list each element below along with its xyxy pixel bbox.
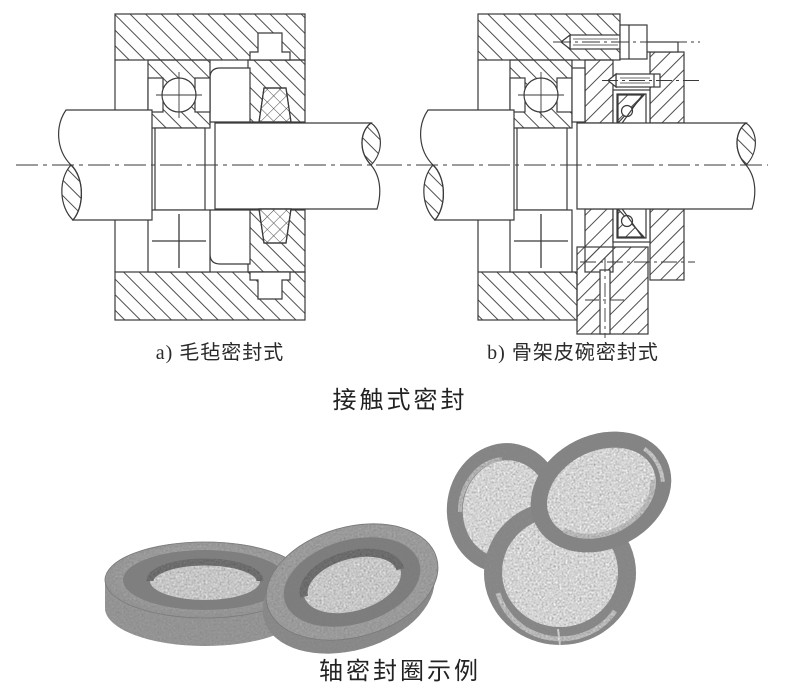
- drawing-felt-seal: [16, 13, 392, 321]
- felt-ring-left: [104, 541, 306, 646]
- caption-skeleton-cup-seal: b) 骨架皮碗密封式: [487, 342, 659, 364]
- seal-ring-b: [530, 431, 672, 553]
- figure-title-contact-seal: 接触式密封: [332, 388, 468, 414]
- felt-ring-right: [262, 523, 439, 654]
- figure-title-seal-ring-examples: 轴密封圈示例: [319, 659, 481, 685]
- contact-seal-drawings: [16, 13, 768, 338]
- seal-rings-photo: [104, 431, 672, 654]
- caption-felt-seal: a) 毛毡密封式: [155, 342, 285, 364]
- drawing-skeleton-cup-seal: [380, 13, 768, 338]
